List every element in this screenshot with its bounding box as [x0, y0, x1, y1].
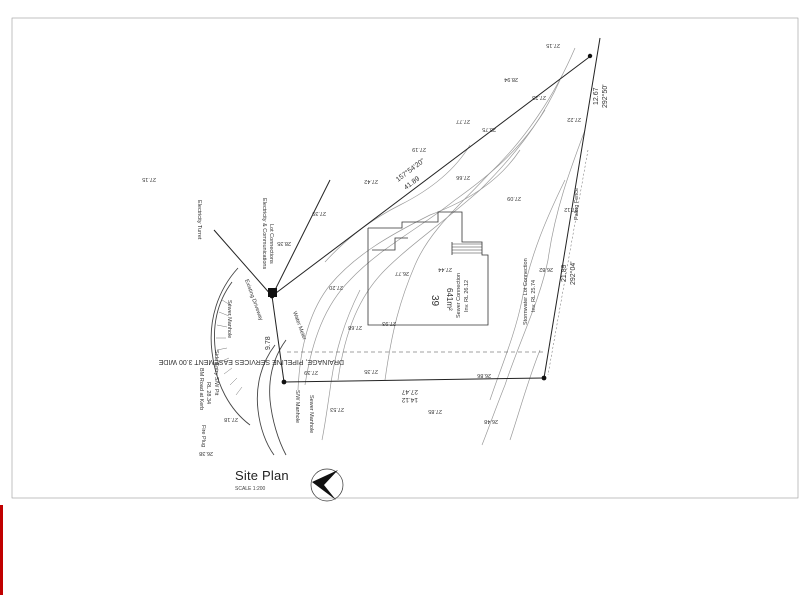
existing-driveway-label: Existing Driveway: [243, 279, 264, 322]
spot-level: 27.15: [546, 42, 560, 48]
spot-levels: 27.15 28.94 27.23 27.77 28.75 27.19 27.2…: [142, 42, 581, 456]
stormwater-connection-label: Stormwater Lot Connection: [523, 258, 529, 325]
east-bearing: 292°04': [569, 261, 577, 285]
spot-level: 27.39: [304, 369, 318, 375]
house-footprint: [367, 211, 489, 326]
south-length-b: 14.12: [401, 396, 418, 403]
deck-hatch: [452, 243, 482, 254]
water-meter-label: Water Meter: [291, 311, 307, 341]
stormwater-level-label: Inv. RL 25.74: [531, 280, 537, 312]
lot-boundary: [213, 37, 601, 383]
spot-level: 26.38: [199, 450, 213, 456]
edge-marker: [0, 505, 3, 595]
spot-level: 27.44: [438, 266, 452, 272]
lot-connections-label: Lot Connections: [268, 224, 274, 264]
sw-manhole-label: S/W Manhole: [294, 390, 300, 423]
spot-level: 26.48: [484, 418, 498, 424]
spot-level: 26.86: [477, 372, 491, 378]
spot-level: 27.85: [428, 408, 442, 414]
sewer-manhole-2-label: Sewer Manhole: [308, 395, 314, 433]
spot-level: 28.94: [504, 76, 518, 82]
bm-road-label: BM Road at Kerb: [198, 368, 204, 410]
contour-lines: [297, 47, 586, 446]
sewer-connection-label: Sewer Connection: [456, 273, 462, 318]
side-entry-pit-label: Side Entry S/W Pit: [213, 350, 219, 396]
spot-level: 28.75: [482, 126, 496, 132]
sewer-manhole-label: Sewer Manhole: [226, 300, 232, 338]
spot-level: 27.39: [312, 210, 326, 216]
spot-level: 26.82: [539, 266, 553, 272]
sheet-border: [11, 17, 799, 499]
spot-level: 27.15: [142, 176, 156, 182]
drawing-scale: SCALE 1:200: [235, 486, 266, 492]
fire-plug-label: Fire Plug: [200, 425, 206, 447]
electricity-comms-label: Electricity & Communications: [261, 198, 267, 269]
electricity-turret-label: Electricity Turret: [196, 200, 202, 240]
drawing-title: Site Plan: [235, 468, 289, 483]
spot-level: 27.77: [456, 118, 470, 124]
sewer-level-label: Inv. RL 26.12: [464, 280, 470, 312]
ne-bearing: 292°50': [601, 84, 609, 108]
spot-level: 27.19: [412, 146, 426, 152]
lot-area: 641m²: [445, 288, 454, 311]
spot-level: 27.66: [456, 174, 470, 180]
spot-level: 26.77: [395, 270, 409, 276]
spot-level: 27.12: [564, 206, 578, 212]
easement-label: DRAINAGE, PIPELINE SERVICES EASEMENT 3.0…: [158, 358, 344, 365]
spot-level: 27.23: [532, 94, 546, 100]
ne-length: 12.67: [593, 87, 600, 105]
road-hatching: [216, 299, 243, 396]
paling-fence-line: [547, 149, 589, 376]
west-length: 9.78: [265, 336, 272, 350]
paling-fence-label: Paling Fence: [574, 188, 580, 220]
east-length: 21.89: [561, 264, 568, 282]
spot-level: 27.22: [567, 116, 581, 122]
south-length-a: 27.47: [401, 388, 418, 395]
spot-level: 27.20: [329, 284, 343, 290]
spot-level: 27.68: [348, 324, 362, 330]
lot-number: 39: [429, 295, 440, 307]
boundary-markers: [269, 53, 593, 385]
spot-level: 27.35: [364, 368, 378, 374]
spot-level: 27.53: [330, 406, 344, 412]
spot-level: 27.93: [382, 320, 396, 326]
title-block: Site Plan SCALE 1:200: [235, 468, 289, 492]
road-kerb: [210, 267, 287, 456]
spot-level: 28.35: [277, 240, 291, 246]
bm-level-label: RL 28.34: [205, 382, 211, 404]
spot-level: 27.09: [507, 195, 521, 201]
spot-level: 27.42: [364, 178, 378, 184]
service-pit-icon: [268, 288, 277, 297]
north-arrow: [310, 468, 344, 502]
spot-level: 27.18: [224, 416, 238, 422]
